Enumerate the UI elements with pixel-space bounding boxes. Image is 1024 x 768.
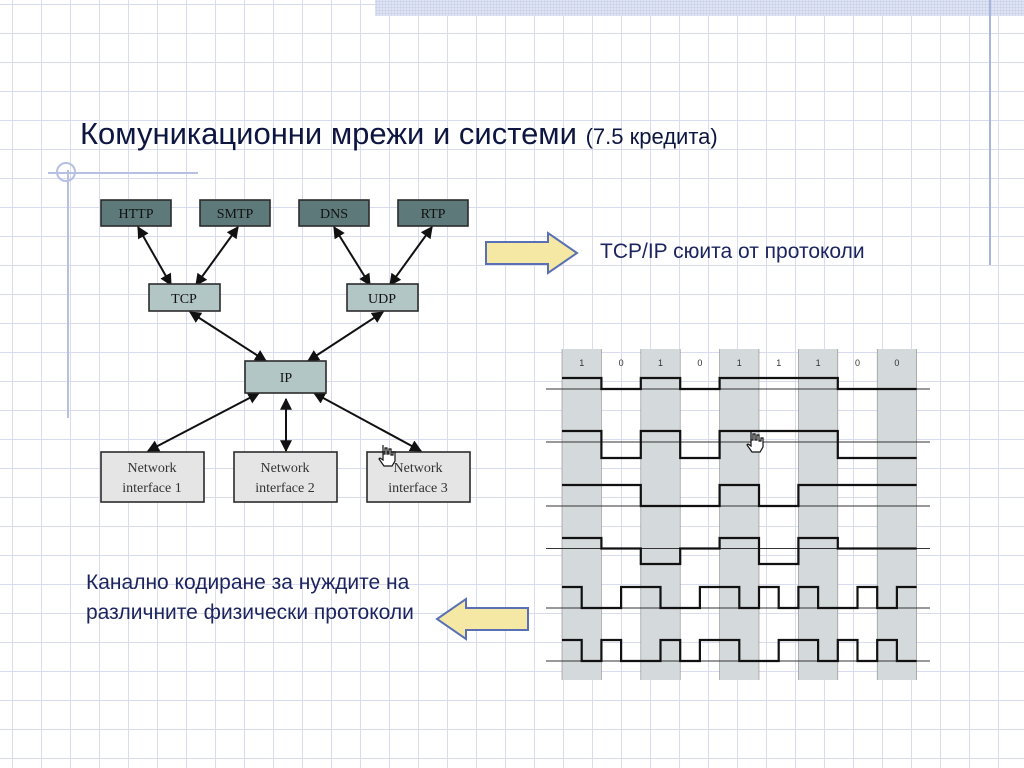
bit-labels: 1 0 1 0 1 1 1 0 0: [579, 358, 899, 368]
unipolar-nrz-trace: [562, 376, 917, 391]
arrow-left-icon: [435, 597, 529, 641]
bit-stripe: [719, 349, 759, 680]
bit-label: 1: [579, 358, 584, 368]
nic1-line2: interface 1: [122, 481, 181, 496]
nic3-line2: interface 3: [388, 481, 447, 496]
nic3-line1: Network: [394, 461, 443, 476]
bit-label: 1: [658, 358, 663, 368]
nic2-line2: interface 2: [255, 481, 314, 496]
polar-nrz-trace: [562, 429, 917, 460]
box-rtp: RTP: [397, 199, 469, 227]
box-smtp: SMTP: [199, 199, 271, 227]
ami-trace: [562, 536, 917, 566]
protocol-arrows: [137, 225, 433, 453]
box-network-interface-2: Network interface 2: [233, 451, 338, 503]
bit-label: 1: [816, 358, 821, 368]
manchester-trace: [562, 585, 917, 610]
box-network-interface-1: Network interface 1: [100, 451, 205, 503]
bit-stripes: [561, 349, 917, 680]
label-tcp: TCP: [171, 292, 197, 307]
left-decor-line: [67, 170, 69, 418]
box-http: HTTP: [100, 199, 172, 227]
box-udp: UDP: [346, 283, 419, 312]
top-decor-band: [375, 0, 1024, 16]
box-network-interface-3: Network interface 3: [366, 451, 471, 503]
hand-cursor-icon: [746, 431, 764, 453]
slide-title-credits: (7.5 кредита): [585, 124, 718, 149]
line-coding-waveforms: 1 0 1 0 1 1 1 0 0: [546, 349, 930, 680]
bit-stripe: [562, 349, 602, 680]
nic1-line1: Network: [128, 461, 177, 476]
slide-title: Комуникационни мрежи и системи (7.5 кред…: [80, 116, 718, 152]
right-decor-line: [989, 0, 991, 265]
bit-label: 1: [737, 358, 742, 368]
bit-label: 0: [855, 358, 860, 368]
decor-circle: [56, 162, 76, 182]
bit-stripe: [640, 349, 681, 680]
bit-label: 0: [894, 358, 899, 368]
box-ip: IP: [244, 360, 327, 394]
label-dns: DNS: [320, 207, 348, 222]
box-dns: DNS: [298, 199, 370, 227]
arrow-right-icon: [485, 231, 579, 275]
box-tcp: TCP: [148, 283, 221, 312]
bit-stripe: [798, 349, 838, 680]
bit-label: 0: [697, 358, 702, 368]
bit-label: 0: [619, 358, 624, 368]
channel-coding-note: Канално кодиране за нуждите на различнит…: [86, 571, 414, 624]
label-http: HTTP: [119, 207, 154, 222]
hand-cursor-icon: [378, 445, 396, 467]
nrzi-trace: [562, 483, 917, 508]
label-rtp: RTP: [421, 207, 446, 222]
tcpip-suite-note: TCP/IP сюита от протоколи: [600, 240, 865, 263]
title-underline: [48, 172, 198, 174]
nic2-line1: Network: [261, 461, 310, 476]
label-ip: IP: [280, 371, 293, 386]
label-smtp: SMTP: [217, 207, 254, 222]
slide-title-main: Комуникационни мрежи и системи: [80, 116, 577, 151]
differential-manchester-trace: [562, 638, 917, 663]
bit-label: 1: [776, 358, 781, 368]
bit-stripe: [877, 349, 917, 680]
waveform-traces: [562, 376, 917, 663]
label-udp: UDP: [368, 292, 396, 307]
protocol-stack-diagram: HTTP SMTP DNS RTP TCP UDP IP Network int…: [100, 199, 471, 503]
